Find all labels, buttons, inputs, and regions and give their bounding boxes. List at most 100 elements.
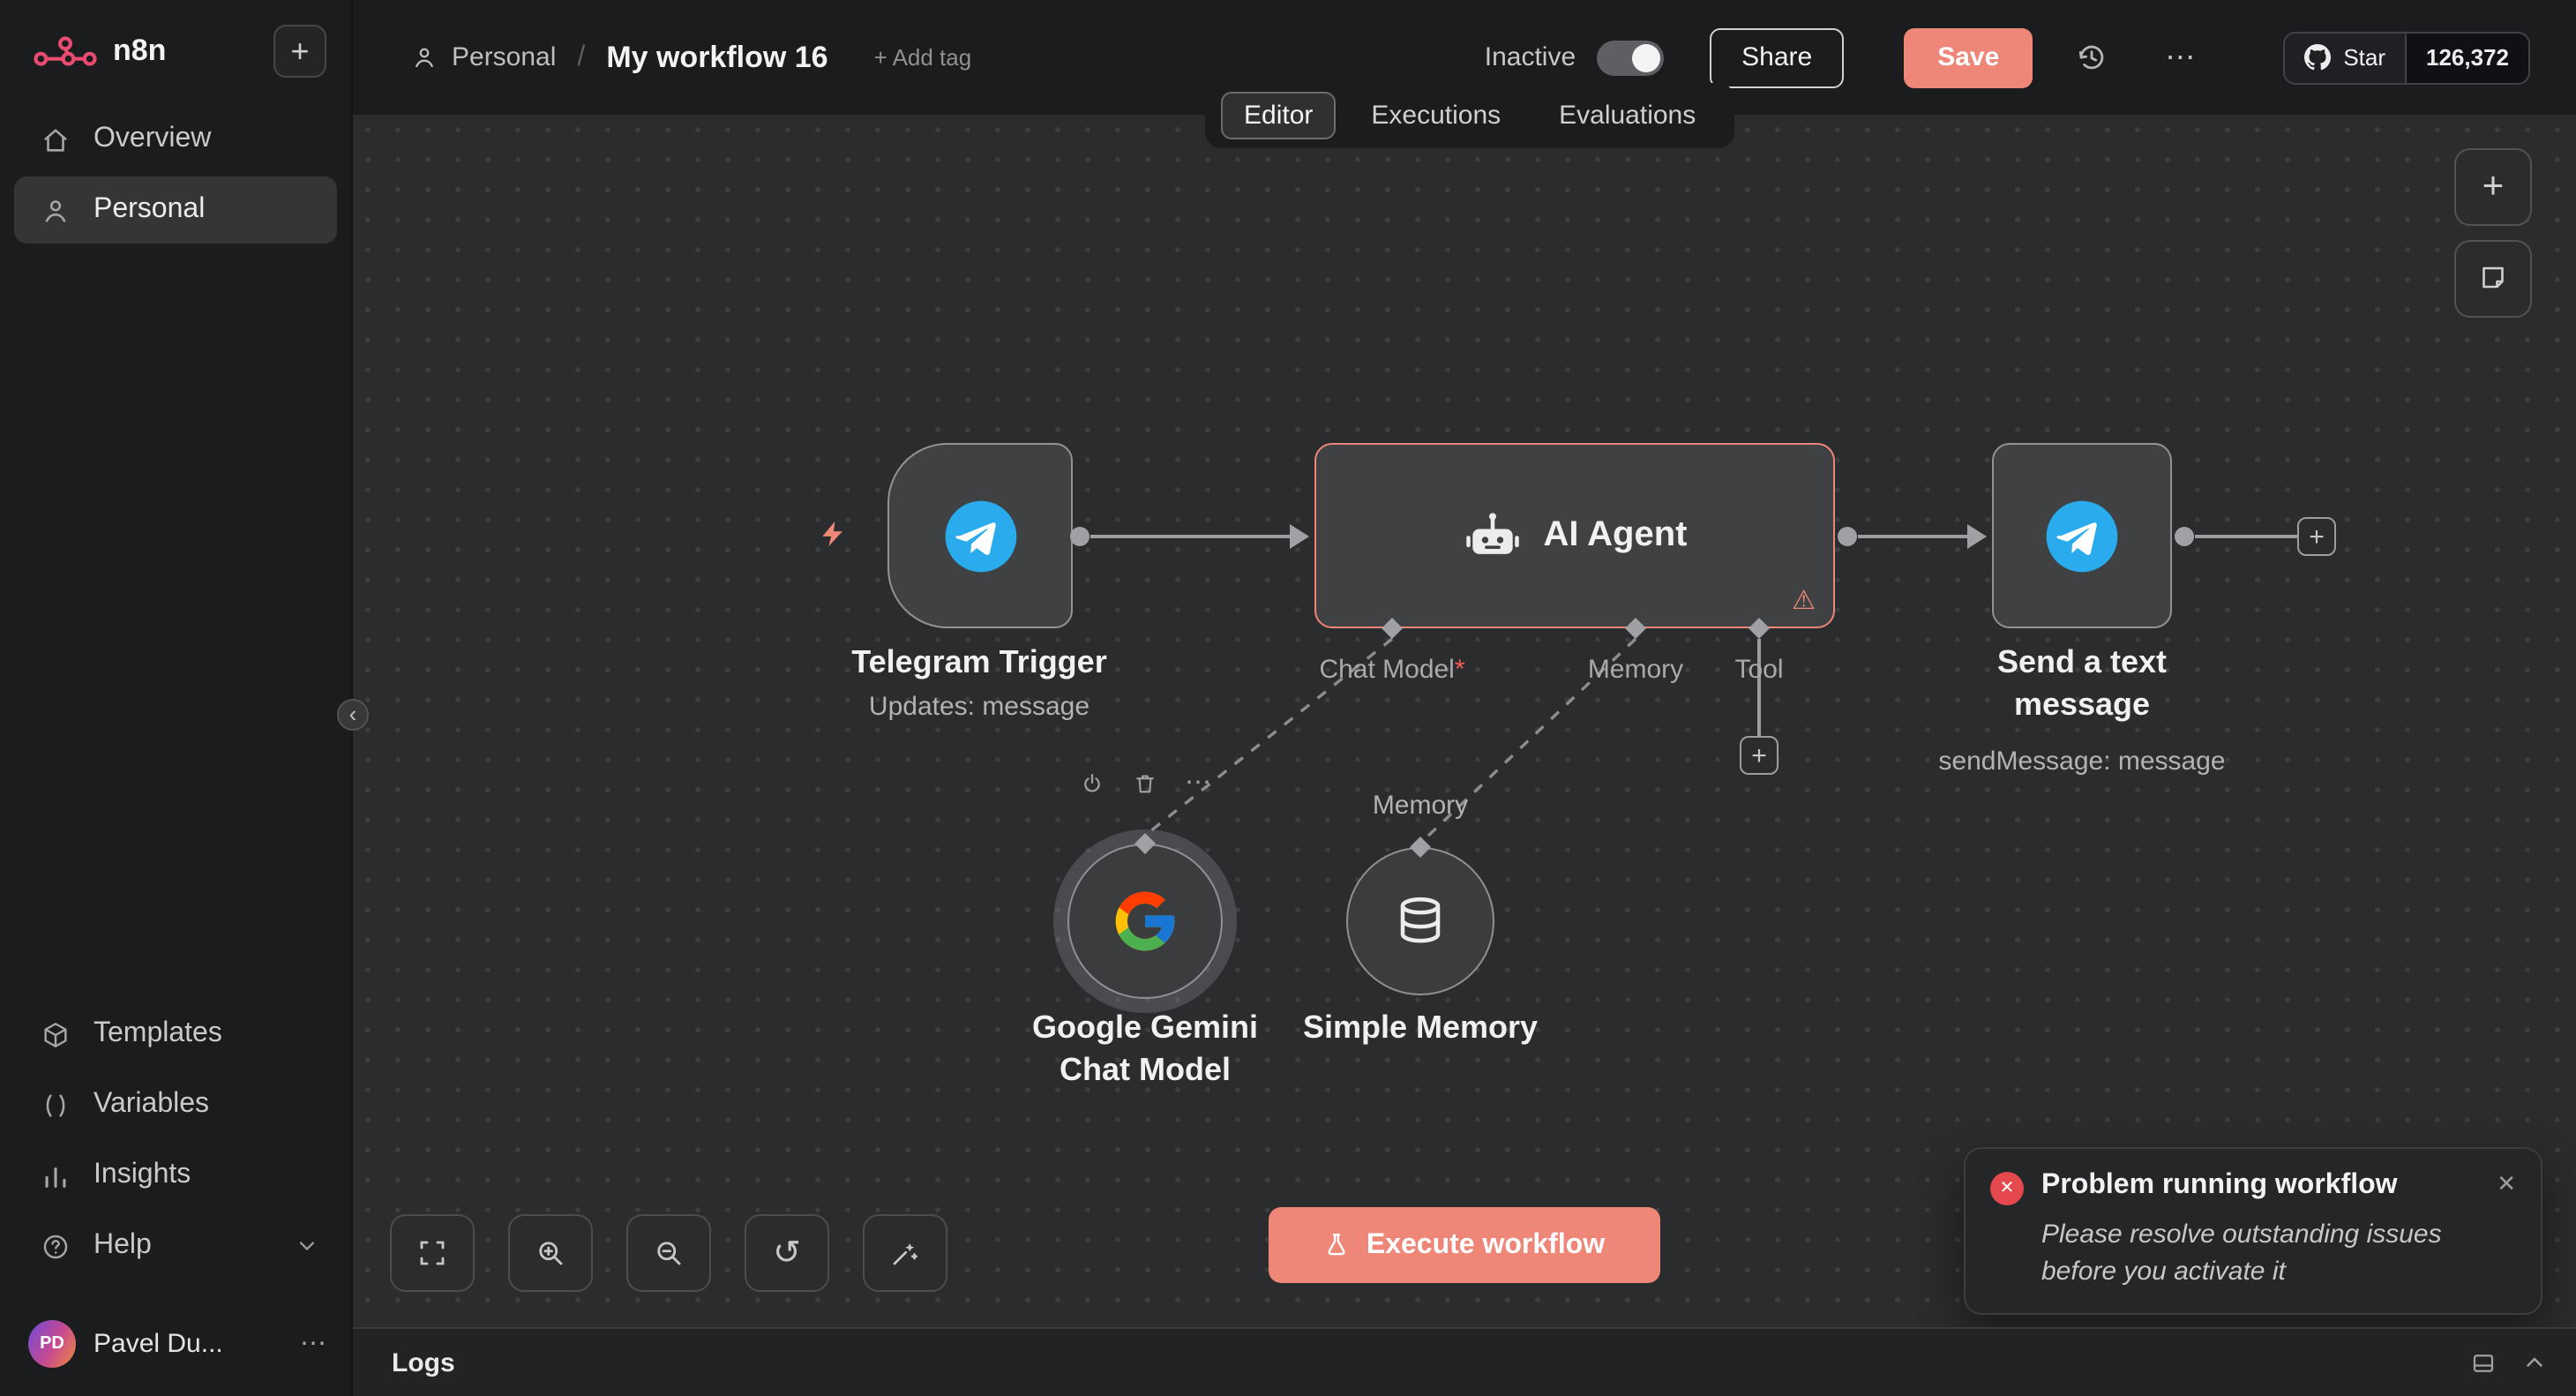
project-user-icon bbox=[411, 44, 438, 71]
add-sticky-note-button[interactable] bbox=[2454, 240, 2532, 318]
database-icon bbox=[1392, 893, 1449, 949]
zoom-to-fit-button[interactable] bbox=[390, 1214, 475, 1292]
view-tabs: Editor Executions Evaluations bbox=[1205, 83, 1735, 148]
sidebar-item-label: Personal bbox=[94, 194, 206, 224]
undo-button[interactable]: ↺ bbox=[745, 1214, 829, 1292]
delete-node-icon[interactable] bbox=[1132, 770, 1157, 795]
workflow-history-icon[interactable] bbox=[2075, 41, 2108, 74]
node-options-icon[interactable]: ⋯ bbox=[1185, 768, 1211, 798]
trigger-bolt-icon bbox=[819, 519, 849, 549]
sidebar-item-label: Help bbox=[94, 1230, 152, 1260]
connection-wires bbox=[1070, 524, 2297, 858]
chevron-left-icon: ‹ bbox=[348, 700, 357, 726]
share-button[interactable]: Share bbox=[1710, 27, 1845, 87]
github-star-label: Star bbox=[2343, 44, 2385, 71]
help-icon bbox=[39, 1231, 71, 1261]
user-menu-row[interactable]: PD Pavel Du... ⋯ bbox=[0, 1304, 351, 1382]
magic-wand-icon bbox=[889, 1237, 921, 1269]
node-telegram-trigger[interactable] bbox=[887, 443, 1073, 628]
bar-chart-icon bbox=[39, 1160, 71, 1190]
workflow-menu-button[interactable]: ⋯ bbox=[2165, 40, 2196, 73]
github-star-left[interactable]: Star bbox=[2285, 33, 2405, 82]
user-options-button[interactable]: ⋯ bbox=[300, 1329, 326, 1359]
sidebar-item-help[interactable]: Help bbox=[14, 1212, 337, 1280]
sidebar-item-insights[interactable]: Insights bbox=[14, 1142, 337, 1209]
flask-icon bbox=[1324, 1232, 1351, 1258]
undo-icon: ↺ bbox=[773, 1235, 801, 1272]
fit-view-icon bbox=[416, 1237, 448, 1269]
canvas-add-node-button[interactable]: + bbox=[2454, 148, 2532, 226]
canvas-controls: ↺ bbox=[390, 1214, 947, 1292]
workflow-title[interactable]: My workflow 16 bbox=[606, 40, 828, 73]
sidebar-item-label: Overview bbox=[94, 124, 212, 154]
node-subtitle: Updates: message bbox=[868, 692, 1090, 723]
github-star-badge[interactable]: Star 126,372 bbox=[2283, 31, 2530, 84]
plus-icon: + bbox=[2482, 166, 2505, 206]
add-workflow-button[interactable]: + bbox=[273, 25, 326, 78]
plus-icon: + bbox=[2309, 522, 2325, 552]
activate-toggle[interactable] bbox=[1597, 40, 1665, 75]
tab-evaluations[interactable]: Evaluations bbox=[1559, 101, 1696, 131]
toast-title: Problem running workflow bbox=[2041, 1170, 2398, 1200]
breadcrumb-project[interactable]: Personal bbox=[452, 42, 557, 72]
port-chat-model[interactable]: Chat Model* bbox=[1269, 655, 1516, 685]
x-icon: ✕ bbox=[1999, 1179, 2015, 1198]
sidebar-collapse-button[interactable]: ‹ bbox=[337, 699, 369, 731]
logs-label: Logs bbox=[392, 1347, 455, 1377]
zoom-out-icon bbox=[653, 1237, 685, 1269]
breadcrumb: Personal / My workflow 16 + Add tag bbox=[411, 40, 971, 75]
breadcrumb-separator: / bbox=[577, 41, 586, 71]
node-label-telegram: Telegram Trigger Updates: message bbox=[803, 641, 1156, 723]
save-button[interactable]: Save bbox=[1904, 27, 2033, 87]
sidebar-item-personal[interactable]: Personal bbox=[14, 176, 337, 244]
sidebar-item-label: Templates bbox=[94, 1018, 222, 1048]
sidebar: n8n + Overview Personal Templates bbox=[0, 0, 353, 1396]
add-tag-button[interactable]: + Add tag bbox=[873, 44, 972, 71]
logs-actions bbox=[2470, 1349, 2548, 1376]
error-toast: ✕ Problem running workflow ✕ Please reso… bbox=[1964, 1147, 2542, 1315]
zoom-in-button[interactable] bbox=[508, 1214, 593, 1292]
toast-close-button[interactable]: ✕ bbox=[2497, 1170, 2516, 1197]
error-icon: ✕ bbox=[1990, 1172, 2024, 1205]
node-label-send: Send a text message bbox=[1930, 641, 2234, 726]
logs-panel-bar[interactable]: Logs bbox=[353, 1327, 2576, 1396]
execute-workflow-button[interactable]: Execute workflow bbox=[1269, 1207, 1660, 1283]
node-google-gemini[interactable] bbox=[1067, 844, 1223, 999]
disable-node-icon[interactable] bbox=[1079, 770, 1104, 795]
chevron-down-icon bbox=[295, 1234, 319, 1258]
sidebar-item-templates[interactable]: Templates bbox=[14, 1001, 337, 1068]
zoom-in-icon bbox=[535, 1237, 566, 1269]
plus-icon: + bbox=[1751, 740, 1767, 770]
node-simple-memory[interactable] bbox=[1346, 847, 1494, 995]
chevron-up-icon[interactable] bbox=[2521, 1349, 2548, 1376]
node-title: AI Agent bbox=[1543, 515, 1688, 554]
sidebar-item-variables[interactable]: Variables bbox=[14, 1071, 337, 1138]
telegram-icon bbox=[941, 497, 1019, 574]
user-icon bbox=[39, 195, 71, 225]
node-ai-agent[interactable]: AI Agent ⚠ bbox=[1314, 443, 1835, 628]
tidy-up-button[interactable] bbox=[863, 1214, 947, 1292]
node-title: Simple Memory bbox=[1302, 1009, 1539, 1045]
sidebar-item-overview[interactable]: Overview bbox=[14, 106, 337, 173]
avatar-initials: PD bbox=[40, 1333, 64, 1353]
zoom-out-button[interactable] bbox=[626, 1214, 711, 1292]
avatar: PD bbox=[28, 1319, 76, 1367]
tab-executions[interactable]: Executions bbox=[1371, 101, 1501, 131]
node-send-message[interactable] bbox=[1992, 443, 2172, 628]
add-node-button[interactable]: + bbox=[2297, 517, 2336, 556]
logo-row: n8n + bbox=[0, 0, 351, 102]
n8n-logo-icon bbox=[32, 32, 99, 71]
user-name: Pavel Du... bbox=[94, 1328, 223, 1358]
open-logs-panel-icon[interactable] bbox=[2470, 1349, 2497, 1376]
memory-input-label: Memory bbox=[1372, 791, 1469, 821]
sidebar-item-label: Insights bbox=[94, 1160, 191, 1190]
tab-editor[interactable]: Editor bbox=[1221, 92, 1337, 139]
node-label-simple-memory: Simple Memory bbox=[1279, 1006, 1561, 1049]
workflow-canvas[interactable]: AI Agent ⚠ + + ⋯ bbox=[353, 115, 2576, 1327]
add-tool-button[interactable]: + bbox=[1740, 736, 1778, 775]
package-icon bbox=[39, 1019, 71, 1049]
port-tool[interactable]: Tool bbox=[1636, 655, 1883, 685]
workflow-status-label: Inactive bbox=[1484, 42, 1576, 72]
plus-icon: + bbox=[290, 33, 310, 68]
